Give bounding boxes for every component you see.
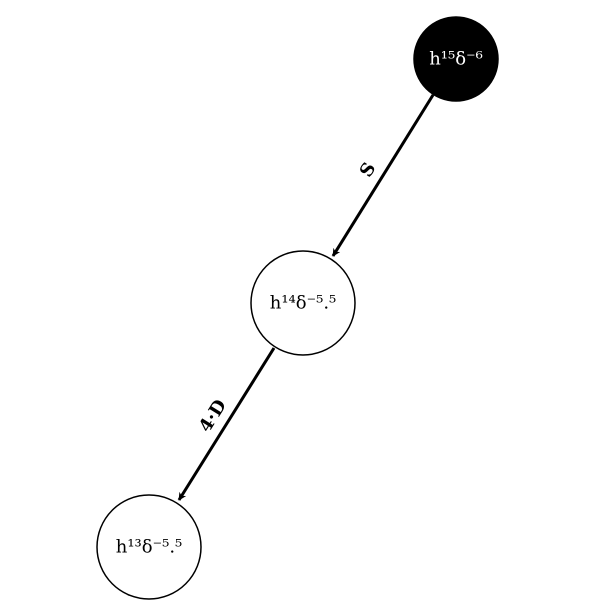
node-circle (413, 16, 499, 102)
edge-line (331, 94, 435, 257)
node-circle (96, 494, 202, 600)
node-n1: h¹⁵δ⁻⁶ (413, 16, 499, 102)
node-circle (250, 250, 356, 356)
node-label: h¹⁴δ⁻⁵.⁵ (270, 293, 337, 314)
edge-n2-n3: 4·D (177, 347, 276, 501)
node-n3: h¹³δ⁻⁵.⁵ (96, 494, 202, 600)
node-n2: h¹⁴δ⁻⁵.⁵ (250, 250, 356, 356)
edge-label-n1-n2: S (356, 159, 381, 181)
node-label: h¹³δ⁻⁵.⁵ (116, 537, 183, 558)
edge-n1-n2: S (331, 94, 435, 257)
edge-label-n2-n3: 4·D (195, 396, 231, 436)
edge-line (177, 347, 276, 501)
node-label: h¹⁵δ⁻⁶ (429, 49, 483, 70)
